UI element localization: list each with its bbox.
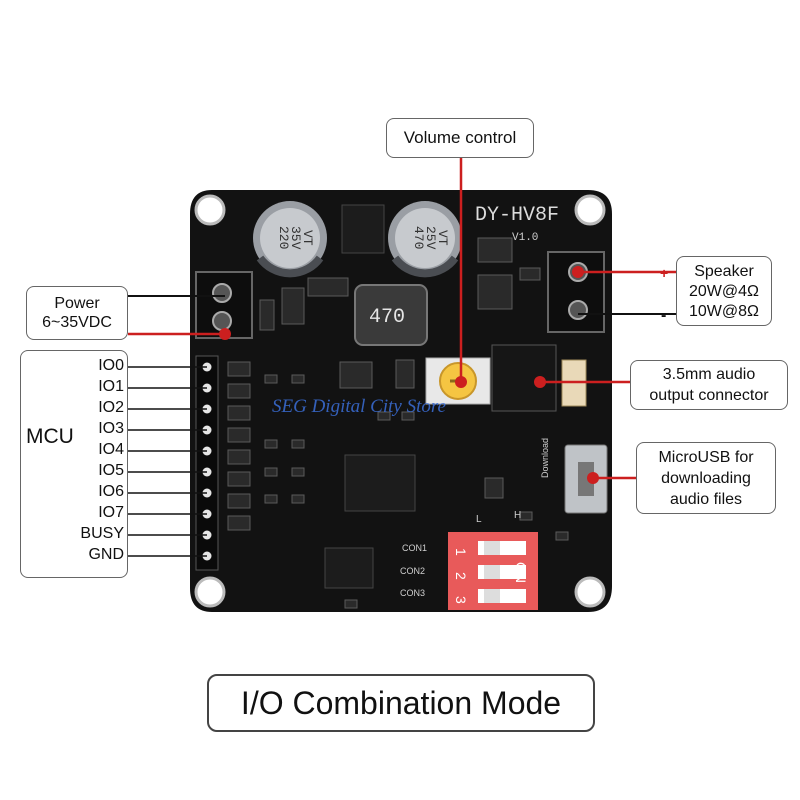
- board-version: V1.0: [512, 232, 538, 244]
- dip-switch: [448, 532, 538, 610]
- pin-label-io6: IO6: [98, 483, 124, 500]
- cap-right-text: 470 25V VT: [411, 226, 450, 250]
- cap-left-voltage: 35V: [288, 226, 303, 250]
- microusb-callout: MicroUSB for downloading audio files: [636, 442, 776, 514]
- mcu-label: MCU: [26, 425, 74, 448]
- con2-label: CON2: [400, 566, 425, 576]
- pin-label-io5: IO5: [98, 462, 124, 479]
- switch-label-3: 3: [453, 596, 469, 604]
- power-voltage: 6~35VDC: [42, 314, 112, 331]
- cap-right-voltage: 25V: [423, 226, 438, 250]
- switch-label-1: 1: [453, 548, 469, 556]
- microusb-line2: downloading: [661, 470, 751, 487]
- audio-output-line2: output connector: [649, 387, 769, 404]
- pin-label-io4: IO4: [98, 441, 124, 458]
- power-terminal: [195, 271, 253, 339]
- microusb-line1: MicroUSB for: [658, 449, 754, 466]
- cap-left-text: 220 35V VT: [276, 226, 315, 250]
- download-label: Download: [540, 438, 550, 478]
- usb-opening: [578, 462, 594, 496]
- pin-label-io2: IO2: [98, 399, 124, 416]
- pin-label-busy: BUSY: [80, 525, 124, 542]
- speaker-spec-4ohm: 20W@4Ω: [689, 283, 759, 300]
- audio-jack: [491, 344, 557, 412]
- pin-label-io7: IO7: [98, 504, 124, 521]
- audio-output-callout: 3.5mm audio output connector: [630, 360, 788, 410]
- mounting-holes: [194, 194, 606, 608]
- pin-label-gnd: GND: [88, 546, 124, 563]
- ic-main: [344, 454, 416, 512]
- l-label: L: [476, 514, 482, 525]
- cap-right-vt: VT: [435, 230, 450, 246]
- pin-label-io3: IO3: [98, 420, 124, 437]
- speaker-minus-mark: -: [661, 307, 666, 324]
- volume-control-label: Volume control: [403, 128, 517, 147]
- pin-leader-lines: [128, 366, 207, 557]
- ic-small: [324, 547, 374, 589]
- watermark: SEG Digital City Store: [272, 396, 446, 417]
- speaker-plus-mark: +: [660, 265, 668, 281]
- switch-on-label: ON: [513, 562, 529, 583]
- mcu-box: [20, 350, 128, 578]
- con1-label: CON1: [402, 543, 427, 553]
- inductor-label: 470: [369, 306, 405, 329]
- volume-control-callout: Volume control: [386, 118, 534, 158]
- mode-title: I/O Combination Mode: [240, 685, 562, 721]
- microusb-line3: audio files: [669, 491, 743, 508]
- capacitor-right: [388, 201, 462, 278]
- con3-label: CON3: [400, 588, 425, 598]
- speaker-label: Speaker: [694, 263, 754, 280]
- power-label: Power: [54, 295, 100, 312]
- ic-top: [341, 204, 385, 254]
- pin-label-io1: IO1: [98, 378, 124, 395]
- switch-label-2: 2: [453, 572, 469, 580]
- leader-lines: [128, 158, 676, 484]
- speaker-spec-8ohm: 10W@8Ω: [689, 303, 759, 320]
- h-label: H: [514, 510, 521, 521]
- smd-components: [227, 237, 569, 609]
- speaker-callout: Speaker 20W@4Ω 10W@8Ω: [676, 256, 772, 326]
- inductor: [354, 284, 428, 346]
- audio-output-line1: 3.5mm audio: [662, 366, 756, 383]
- cap-right-value: 470: [411, 226, 426, 249]
- cap-left-value: 220: [276, 226, 291, 249]
- power-callout: Power 6~35VDC: [26, 286, 128, 340]
- mode-title-box: I/O Combination Mode: [207, 674, 595, 732]
- pin-label-io0: IO0: [98, 357, 124, 374]
- cap-left-vt: VT: [300, 230, 315, 246]
- capacitor-left: [253, 201, 327, 278]
- speaker-terminal: [547, 251, 605, 333]
- board-model: DY-HV8F: [475, 204, 559, 227]
